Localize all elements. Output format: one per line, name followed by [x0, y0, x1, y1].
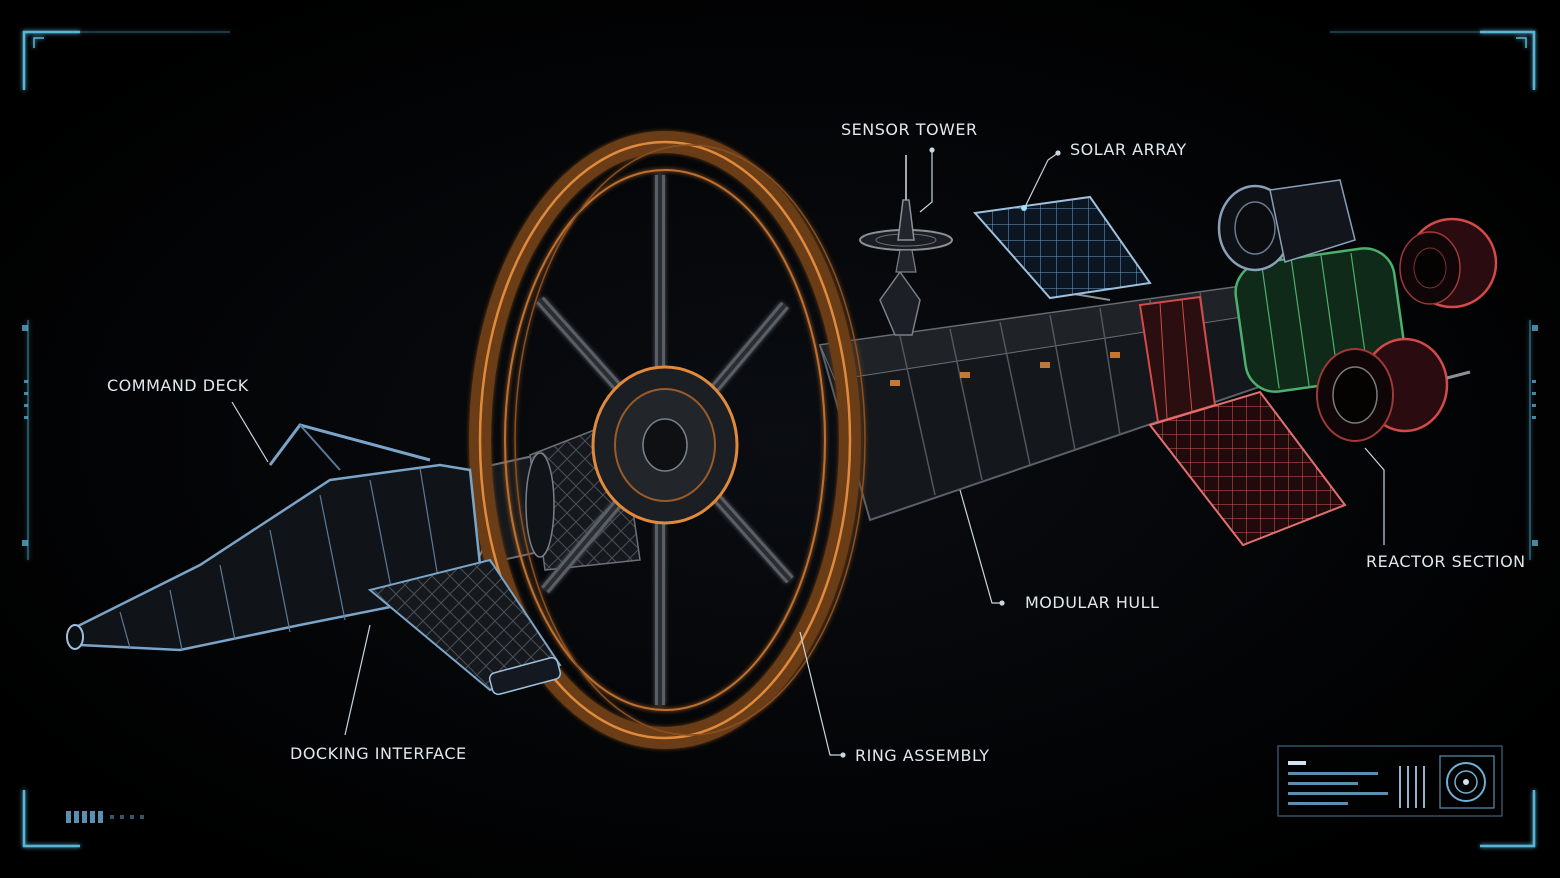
- corner-bottom-right: [1480, 790, 1536, 848]
- callout-lines: [231, 147, 1385, 758]
- corner-top-right: [1480, 30, 1536, 90]
- callout-line-reactor-section: [1364, 447, 1385, 545]
- label-solar-array: SOLAR ARRAY: [1070, 140, 1187, 159]
- callout-line-docking-interface: [344, 624, 371, 736]
- label-ring-assembly: RING ASSEMBLY: [855, 746, 990, 765]
- reactor-section: [1217, 179, 1498, 442]
- solar-array-blue: [973, 195, 1152, 301]
- callout-line-command-deck: [231, 401, 269, 463]
- callout-line-sensor-tower: [919, 150, 933, 213]
- sensor-tower: [859, 155, 953, 336]
- label-command-deck: COMMAND DECK: [107, 376, 249, 395]
- modular-hull: [818, 283, 1267, 522]
- signal-bars-icon: [66, 811, 144, 823]
- hud-frame: [22, 30, 1536, 848]
- label-reactor-section: REACTOR SECTION: [1366, 552, 1526, 571]
- label-docking-interface: DOCKING INTERFACE: [290, 744, 467, 763]
- corner-bottom-left: [22, 790, 80, 848]
- solar-array-red: [1148, 390, 1347, 547]
- callout-line-modular-hull: [959, 489, 1002, 604]
- target-icon: [1446, 762, 1486, 802]
- label-modular-hull: MODULAR HULL: [1025, 593, 1160, 612]
- ring-assembly: [469, 131, 866, 749]
- hud-tick-marks: [22, 325, 1538, 546]
- ring-hub: [591, 365, 739, 525]
- hud-readout-panel: [1277, 745, 1503, 817]
- callout-line-ring-assembly: [799, 631, 843, 756]
- label-sensor-tower: SENSOR TOWER: [841, 120, 978, 139]
- command-deck: [66, 423, 562, 696]
- callout-line-solar-array: [1024, 152, 1059, 208]
- corner-top-left: [22, 30, 80, 90]
